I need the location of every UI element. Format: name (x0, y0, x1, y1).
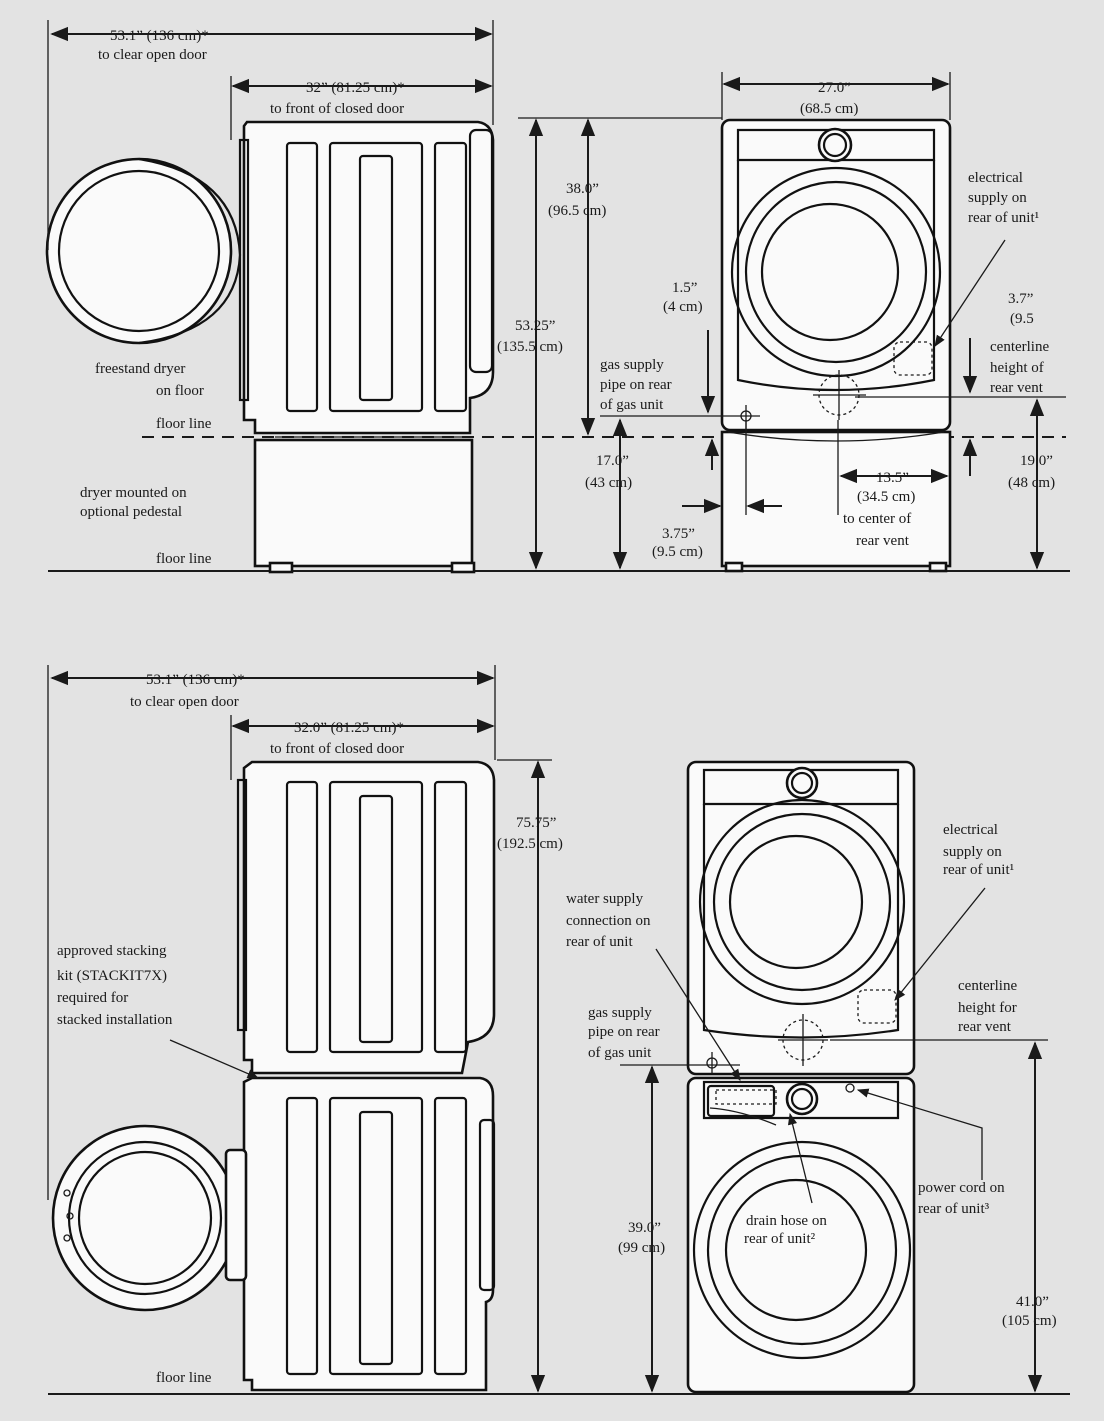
label-1-5: 1.5”(4 cm) (663, 280, 703, 315)
dryer-front-view (720, 118, 952, 432)
label-front-door-top: 32” (81.25 cm)*to front of closed door (270, 80, 405, 117)
leader-stacking (169, 1039, 260, 1079)
leader-water-supply (655, 948, 741, 1081)
leader-power-cord (856, 1088, 983, 1180)
stacked-front-upper (686, 760, 916, 1076)
pedestal-front-view (720, 430, 952, 573)
open-door-side (45, 157, 242, 345)
open-washer-door (51, 1124, 248, 1312)
label-17: 17.0”(43 cm) (585, 453, 632, 491)
label-41: 41.0”(105 cm) (1002, 1294, 1057, 1329)
leader-drain (787, 1112, 813, 1204)
label-height-38: 38.0”(96.5 cm) (548, 181, 606, 219)
stacked-side-lower (242, 1076, 496, 1392)
label-front-door-bottom: 32.0” (81.25 cm)*to front of closed door (270, 720, 404, 757)
stacked-front-lower (686, 1076, 916, 1394)
label-clear-door-bottom: 53.1” (136 cm)*to clear open door (130, 672, 245, 710)
stacked-side-upper (236, 760, 496, 1075)
bottom-section: 53.1” (136 cm)*to clear open door 32.0” … (47, 665, 1070, 1395)
pedestal-side-view (253, 436, 476, 574)
top-section: 53.1” (136 cm)*to clear open door 32” (8… (45, 20, 1070, 574)
dryer-side-view (238, 120, 495, 435)
label-width: 27.0”(68.5 cm) (800, 80, 858, 117)
leader-electrical-bottom (894, 887, 986, 1001)
label-height-75: 75.75”(192.5 cm) (497, 815, 563, 852)
label-floor-line-b: floor line (156, 551, 212, 567)
label-19: 19.0”(48 cm) (1008, 453, 1055, 491)
gas-pipe-symbol-bottom (620, 1052, 740, 1074)
label-floor-line-stacked: floor line (156, 1370, 212, 1386)
rear-vent-crosshair-stacked (778, 1014, 828, 1066)
label-floor-line-a: floor line (156, 416, 212, 432)
label-3-75: 3.75”(9.5 cm) (652, 526, 703, 560)
label-3-7: 3.7”(9.5 (1008, 291, 1034, 327)
leader-electrical-top (934, 239, 1006, 347)
label-39: 39.0”(99 cm) (618, 1220, 665, 1256)
label-clear-door-top: 53.1” (136 cm)*to clear open door (98, 28, 209, 63)
label-height-53: 53.25”(135.5 cm) (497, 318, 563, 355)
rear-vent-crosshair (813, 370, 866, 420)
